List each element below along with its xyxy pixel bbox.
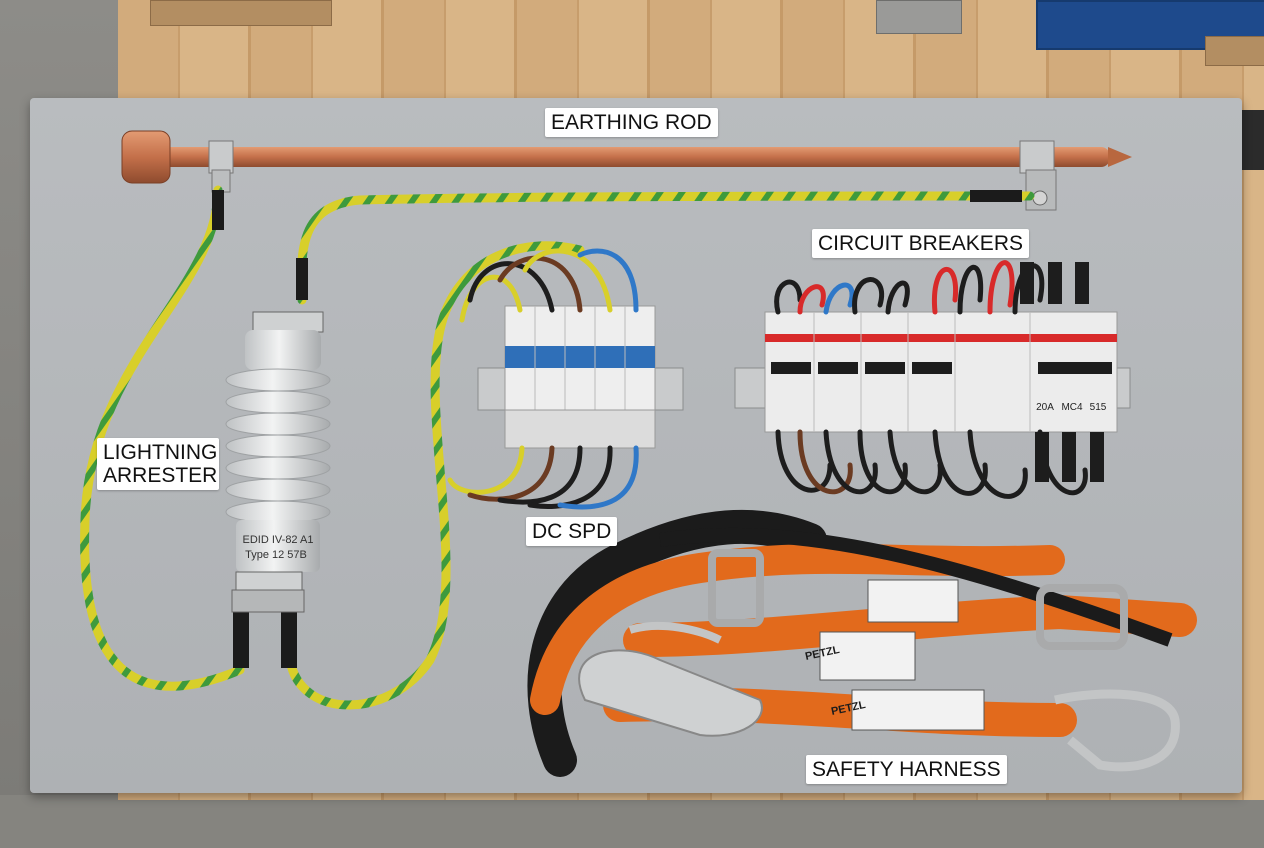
- metal-block: [876, 0, 962, 34]
- label-circuit-breakers: CIRCUIT BREAKERS: [812, 229, 1029, 259]
- breaker-marking-mc4: MC4: [1061, 402, 1083, 413]
- label-earthing-rod: EARTHING ROD: [545, 108, 718, 138]
- arrester-marking-2: Type 12 57B: [245, 549, 307, 561]
- label-safety-harness: SAFETY HARNESS: [806, 755, 1007, 785]
- label-lightning-arrester-line1: LIGHTNING: [103, 441, 218, 464]
- breaker-marking-20a: 20A: [1036, 402, 1054, 413]
- wood-block-2: [1205, 36, 1264, 66]
- earthing-rod-icon: [121, 130, 1132, 211]
- dc-spd-icon: [447, 248, 684, 510]
- label-lightning-arrester-line2: ARRESTER: [103, 464, 218, 488]
- circuit-breaker-icon: [734, 260, 1131, 499]
- breaker-marking-515: 515: [1090, 402, 1107, 413]
- floor-strip: [0, 795, 1264, 848]
- lightning-arrester-icon: [225, 311, 331, 613]
- label-dc-spd: DC SPD: [526, 517, 618, 547]
- wood-block: [150, 0, 332, 26]
- label-lightning-arrester: LIGHTNING ARRESTER: [97, 438, 219, 491]
- safety-harness-icon: [527, 509, 1197, 777]
- earth-wires: [80, 185, 1035, 710]
- arrester-marking-1: EDID IV-82 A1: [243, 534, 314, 546]
